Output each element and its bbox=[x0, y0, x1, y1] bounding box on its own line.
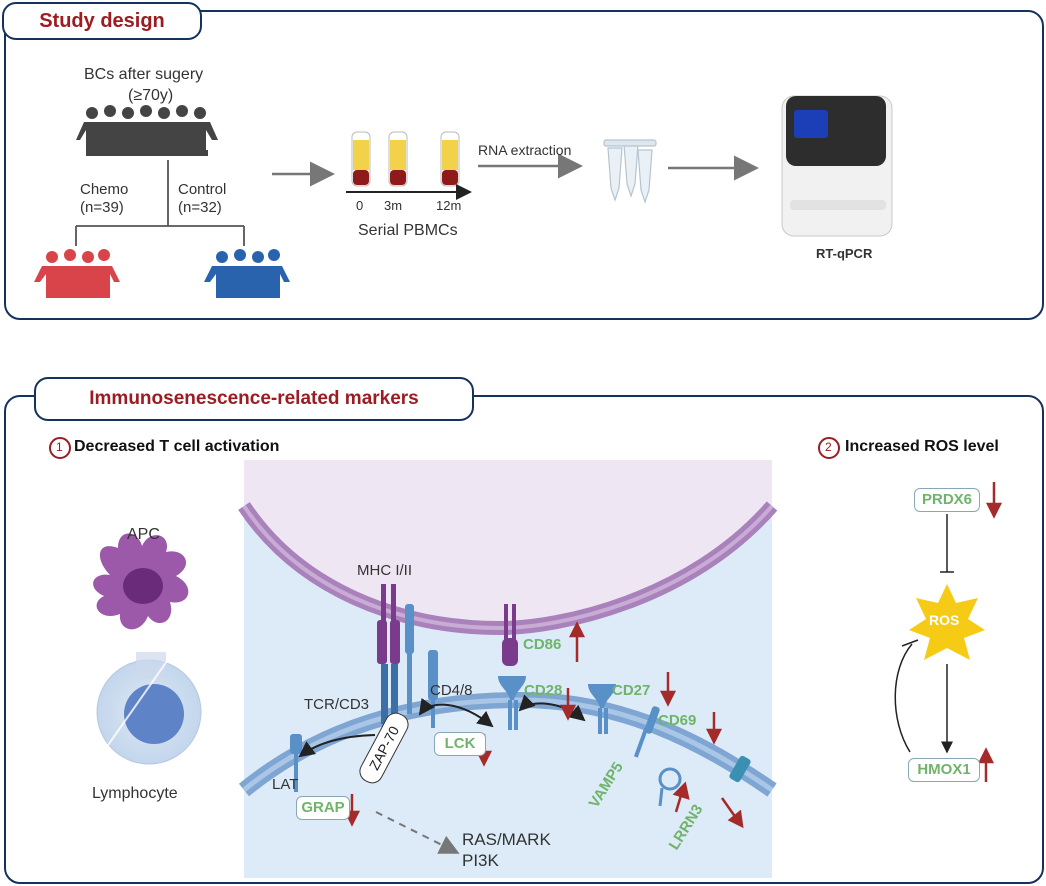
section1-label: Decreased T cell activation bbox=[74, 438, 280, 455]
hmox1-gene-box: HMOX1 bbox=[908, 758, 980, 782]
pi3k-label: PI3K bbox=[462, 851, 499, 870]
synapse-zoom-panel bbox=[238, 460, 778, 878]
grap-gene-box: GRAP bbox=[296, 796, 350, 820]
timepoint-12m: 12m bbox=[436, 198, 462, 213]
cd27-cd28-arrow bbox=[518, 694, 586, 722]
section2-number-badge bbox=[818, 437, 840, 459]
prdx6-gene-box: PRDX6 bbox=[914, 488, 980, 512]
rna-extraction-label: RNA extraction bbox=[478, 142, 572, 158]
cd28-receptor-icon bbox=[498, 676, 526, 730]
cd48-label: CD4/8 bbox=[430, 682, 473, 699]
ros-star-icon bbox=[909, 584, 985, 660]
lrrn3-receptor-icon bbox=[729, 755, 751, 783]
ros-label: ROS bbox=[929, 612, 960, 628]
blood-tubes-icon bbox=[351, 131, 460, 187]
mhc-label: MHC I/II bbox=[357, 562, 412, 579]
cohort-age-label: (≥70y) bbox=[128, 87, 174, 104]
cd86-gene-label: CD86 bbox=[523, 636, 562, 653]
ros-pathway bbox=[894, 514, 985, 754]
apc-cell-icon bbox=[93, 533, 189, 630]
control-count-label: (n=32) bbox=[178, 199, 222, 216]
qpcr-machine-icon bbox=[781, 95, 893, 237]
cd27-receptor-icon bbox=[588, 684, 616, 734]
tcr-label: TCR/CD3 bbox=[304, 696, 370, 713]
lat-label: LAT bbox=[272, 776, 299, 793]
control-group-people-icon bbox=[204, 249, 290, 298]
qpcr-label: RT-qPCR bbox=[816, 246, 873, 261]
expression-arrows bbox=[343, 482, 1003, 829]
timepoint-0: 0 bbox=[356, 198, 364, 213]
mhc-receptor-icon bbox=[377, 584, 400, 664]
group-split-lines bbox=[75, 160, 245, 246]
timepoint-3m: 3m bbox=[384, 198, 403, 213]
eppendorf-tubes-icon bbox=[603, 139, 657, 204]
ras-mark-label: RAS/MARK bbox=[462, 830, 551, 849]
section2-number: 2 bbox=[825, 440, 832, 454]
tcr-receptor-icon bbox=[381, 604, 414, 724]
cd27-gene-label: CD27 bbox=[612, 682, 651, 699]
chemo-group-people-icon bbox=[34, 249, 120, 298]
cd28-lck-arrow bbox=[418, 697, 494, 728]
cd86-ligand-icon bbox=[502, 604, 518, 666]
grap-ras-arrow bbox=[375, 811, 460, 854]
cd69-receptor-icon bbox=[633, 706, 660, 758]
section1-number: 1 bbox=[56, 440, 63, 454]
section1-number-badge bbox=[49, 437, 71, 459]
chemo-count-label: (n=39) bbox=[80, 199, 124, 216]
cohort-people-icon bbox=[76, 105, 218, 156]
lck-gene-box: LCK bbox=[434, 732, 486, 756]
pbmc-label: Serial PBMCs bbox=[358, 222, 458, 239]
lymphocyte-label: Lymphocyte bbox=[92, 785, 178, 802]
chemo-label: Chemo bbox=[80, 181, 129, 198]
vamp5-vesicle-icon bbox=[658, 767, 682, 807]
cd69-gene-label: CD69 bbox=[658, 712, 697, 729]
lymphocyte-cell-icon bbox=[91, 613, 202, 769]
tcr-lat-arrow bbox=[298, 734, 376, 758]
cd28-gene-label: CD28 bbox=[524, 682, 563, 699]
control-label: Control bbox=[178, 181, 227, 198]
markers-title: Immunosenescence-related markers bbox=[34, 377, 474, 421]
cohort-label: BCs after sugery bbox=[84, 66, 204, 83]
section2-label: Increased ROS level bbox=[845, 438, 999, 455]
apc-label: APC bbox=[127, 526, 160, 543]
study-design-title: Study design bbox=[2, 2, 202, 40]
